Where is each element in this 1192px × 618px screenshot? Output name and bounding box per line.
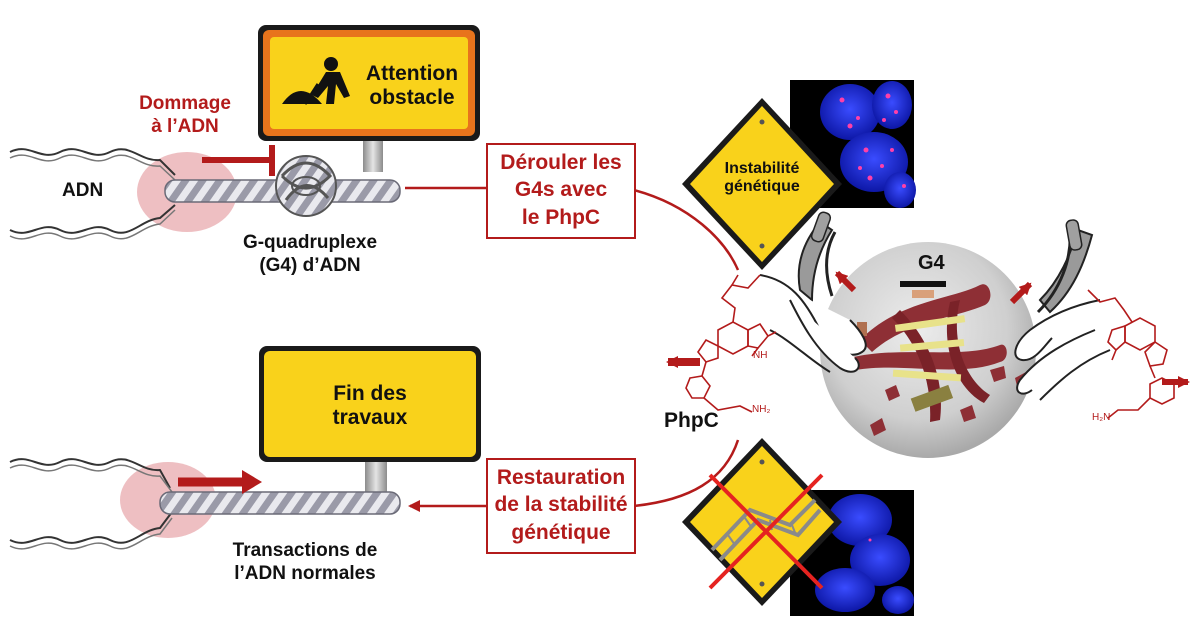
nuclei-top (820, 81, 916, 208)
unwind-box-line1: Dérouler les (500, 151, 622, 174)
ssdna-upper-2 (9, 154, 176, 181)
transactions-line1: Transactions de (232, 540, 378, 561)
cross-out-icon (708, 473, 824, 590)
ssdna-upper-1 (9, 148, 176, 176)
instability-sign (682, 98, 842, 270)
instability-line1: Instabilité (724, 160, 800, 177)
g4-knot (275, 155, 337, 217)
instability-line2: génétique (724, 177, 800, 195)
phpc-molecule-right (1087, 289, 1175, 419)
unwind-box-line3: le PhpC (521, 205, 601, 229)
g4-ribbon-structure (850, 284, 1030, 436)
restore-box-line1: Restauration (496, 466, 626, 489)
unwind-box-line2: G4s avec (514, 178, 608, 202)
attention-sign-line2: obstacle (369, 85, 455, 109)
fin-travaux-sign-text: Fin des travaux (290, 382, 450, 429)
ssdna-upper-b2 (9, 464, 173, 493)
nh2-label: NH₂ (752, 404, 771, 415)
g4-sphere-label: G4 (918, 252, 945, 274)
damage-label-line2: à l’ADN (151, 115, 219, 137)
phpc-molecule-left (685, 274, 777, 413)
dna-duplex-bottom (159, 491, 401, 515)
instability-sign-text: Instabilité génétique (702, 160, 822, 196)
damage-label: Dommage à l’ADN (120, 93, 250, 139)
restore-box: Restauration de la stabilité génétique (486, 458, 636, 554)
restore-box-line3: génétique (511, 520, 611, 544)
right-hand-tweezers (1014, 228, 1111, 401)
ssdna-lower-1 (9, 204, 176, 234)
unwind-box: Dérouler les G4s avec le PhpC (486, 143, 636, 239)
pull-arrow-left (834, 270, 857, 293)
fin-travaux-line1: Fin des (333, 382, 407, 405)
construction-worker-icon (282, 57, 350, 105)
transactions-label: Transactions de l’ADN normales (190, 540, 420, 586)
attention-sign-text: Attention obstacle (350, 62, 474, 109)
nh-label: NH (753, 350, 768, 361)
ssdna-lower-2 (9, 209, 176, 240)
fin-travaux-sign (259, 346, 481, 462)
attention-sign-line1: Attention (365, 62, 459, 85)
left-tweezer-tip (810, 211, 832, 243)
phpc-label: PhpC (664, 409, 719, 432)
connector-unwind-curve (633, 188, 740, 271)
connector-restore-curve (633, 439, 740, 508)
ssdna-upper-b1 (9, 458, 171, 489)
fin-travaux-line2: travaux (332, 405, 408, 429)
progress-arrow-head (242, 470, 262, 494)
restore-box-line2: de la stabilité (494, 493, 628, 517)
ssdna-lower-b1 (9, 511, 173, 544)
attention-sign (258, 25, 480, 141)
ssdna-lower-b2 (9, 517, 173, 550)
unfolded-dna-icon (710, 498, 822, 562)
pull-arrow-right (1009, 281, 1033, 305)
g4-label: G-quadruplexe (G4) d’ADN (205, 232, 415, 278)
nuclei-bottom (815, 494, 914, 614)
sign-post-bottom (365, 455, 387, 495)
g4-label-line1: G-quadruplexe (242, 232, 378, 253)
right-tweezer-tip (1065, 219, 1083, 251)
g4-label-line2: (G4) d’ADN (259, 254, 361, 276)
sphere-bar (900, 281, 946, 287)
h2n-label: H₂N (1092, 412, 1111, 423)
dna-label: ADN (62, 180, 104, 201)
transactions-line2: l’ADN normales (234, 562, 376, 584)
damage-label-line1: Dommage (139, 93, 231, 114)
